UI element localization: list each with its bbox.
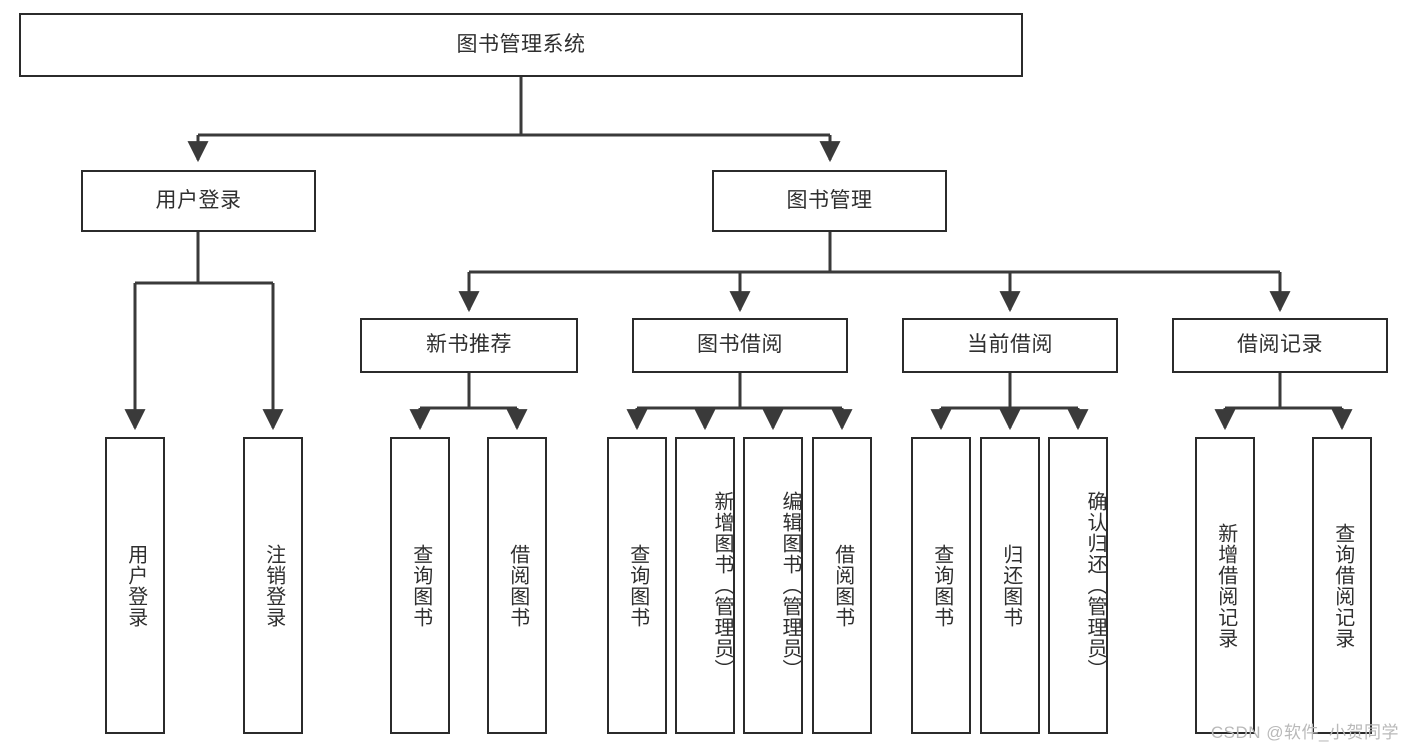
node-leaf-query-borrow-record[interactable]: 查询借阅记录 <box>1312 437 1372 734</box>
node-leaf-query-book-1[interactable]: 查询图书 <box>390 437 450 734</box>
node-leaf-query-borrow-record-label: 查询借阅记录 <box>1331 522 1354 649</box>
node-leaf-user-logout-label: 注销登录 <box>262 543 285 628</box>
node-leaf-query-book-3-label: 查询图书 <box>930 543 953 628</box>
node-borrow-record[interactable]: 借阅记录 <box>1172 318 1388 373</box>
node-leaf-borrow-book-1[interactable]: 借阅图书 <box>487 437 547 734</box>
node-book-borrow[interactable]: 图书借阅 <box>632 318 848 373</box>
node-root-label: 图书管理系统 <box>456 32 586 56</box>
node-new-book-recommend[interactable]: 新书推荐 <box>360 318 578 373</box>
node-leaf-borrow-book-1-label: 借阅图书 <box>506 543 529 628</box>
node-borrow-record-label: 借阅记录 <box>1237 333 1323 357</box>
node-book-management[interactable]: 图书管理 <box>712 170 947 232</box>
node-leaf-borrow-book-2[interactable]: 借阅图书 <box>812 437 872 734</box>
node-leaf-add-book[interactable]: 新增图书（管理员） <box>675 437 735 734</box>
node-root[interactable]: 图书管理系统 <box>19 13 1023 77</box>
node-leaf-add-book-label: 新增图书（管理员） <box>711 491 733 680</box>
csdn-watermark: CSDN @软件_小贺同学 <box>1210 723 1399 742</box>
node-leaf-user-login-label: 用户登录 <box>124 543 147 628</box>
node-leaf-user-login[interactable]: 用户登录 <box>105 437 165 734</box>
node-leaf-query-book-2-label: 查询图书 <box>626 543 649 628</box>
node-leaf-add-borrow-record[interactable]: 新增借阅记录 <box>1195 437 1255 734</box>
node-current-borrow[interactable]: 当前借阅 <box>902 318 1118 373</box>
node-leaf-borrow-book-2-label: 借阅图书 <box>831 543 854 628</box>
node-leaf-confirm-return[interactable]: 确认归还（管理员） <box>1048 437 1108 734</box>
node-leaf-query-book-3[interactable]: 查询图书 <box>911 437 971 734</box>
node-leaf-query-book-2[interactable]: 查询图书 <box>607 437 667 734</box>
node-leaf-return-book-label: 归还图书 <box>999 543 1022 628</box>
node-leaf-return-book[interactable]: 归还图书 <box>980 437 1040 734</box>
node-leaf-query-book-1-label: 查询图书 <box>409 543 432 628</box>
node-leaf-edit-book-label: 编辑图书（管理员） <box>779 491 801 680</box>
node-current-borrow-label: 当前借阅 <box>967 333 1053 357</box>
node-leaf-edit-book[interactable]: 编辑图书（管理员） <box>743 437 803 734</box>
node-book-management-label: 图书管理 <box>786 188 873 212</box>
node-leaf-user-logout[interactable]: 注销登录 <box>243 437 303 734</box>
node-user-login-label: 用户登录 <box>155 188 242 212</box>
node-leaf-add-borrow-record-label: 新增借阅记录 <box>1214 522 1237 649</box>
node-new-book-recommend-label: 新书推荐 <box>426 333 512 357</box>
node-user-login[interactable]: 用户登录 <box>81 170 316 232</box>
node-leaf-confirm-return-label: 确认归还（管理员） <box>1084 491 1106 680</box>
node-book-borrow-label: 图书借阅 <box>697 333 783 357</box>
